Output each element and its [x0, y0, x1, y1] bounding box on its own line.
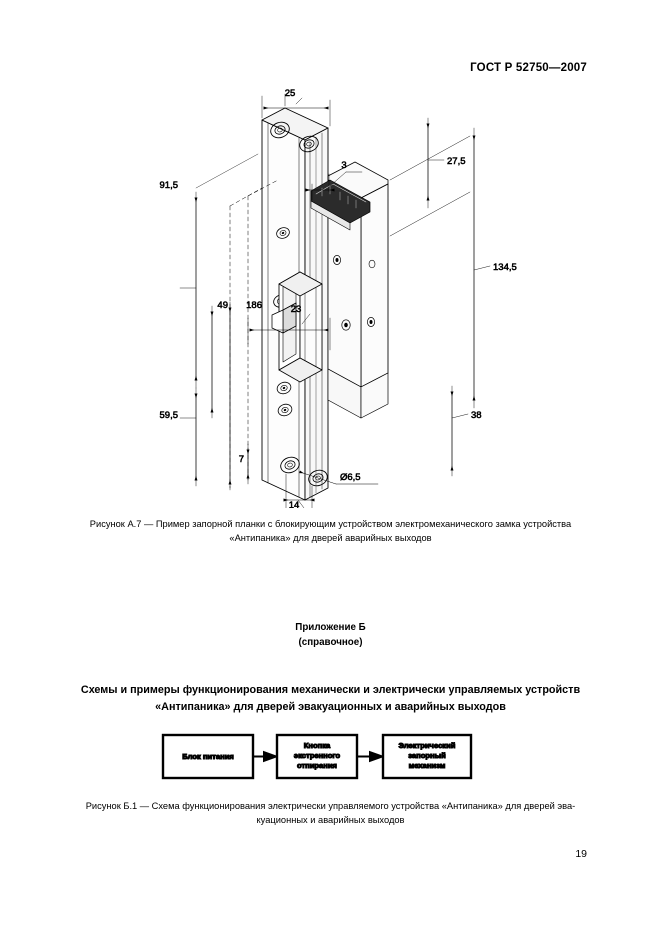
diagram-block-electric-lock-line3: механизм [409, 761, 446, 770]
dim-59-5: 59,5 [159, 387, 198, 487]
figure-b1-caption-line1: Рисунок Б.1 — Схема функционирования эле… [85, 801, 576, 811]
diagram-block-electric-lock: Электрический запорный механизм [381, 733, 473, 780]
body-boss-right-2 [368, 259, 376, 269]
dim-label-38: 38 [471, 410, 482, 421]
dim-label-186: 186 [246, 300, 262, 311]
figure-a7-caption-line2: «Антипаника» для дверей аварийных выходо… [229, 532, 432, 543]
dim-23: 23 [247, 304, 331, 351]
body-boss-upper [333, 255, 341, 265]
diagram-block-power-supply-line1: Блок питания [182, 752, 234, 761]
dim-label-59-5: 59,5 [160, 410, 179, 421]
dim-25: 25 [261, 88, 331, 127]
dim-134-5: 134,5 [472, 127, 517, 409]
dim-label-49: 49 [217, 300, 228, 311]
figure-b1-caption-line2: куационных и аварийных выходов [256, 814, 405, 825]
dim-91-5: 91,5 [159, 153, 259, 389]
figure-a7-drawing: 25 27,5 3 91,5 [0, 88, 661, 508]
lock-body-housing [327, 161, 389, 419]
mounting-hole-bottom-left [280, 456, 300, 474]
dim-49: 49 [210, 300, 228, 419]
keeper-cavity [271, 271, 323, 383]
dim-38: 38 [450, 385, 482, 477]
body-boss-right [367, 317, 375, 327]
mounting-hole-bottom-right [308, 469, 328, 487]
dim-label-91-5: 91,5 [160, 180, 179, 191]
diagram-block-electric-lock-line2: запорный [408, 751, 446, 760]
figure-b1-caption: Рисунок Б.1 — Схема функционирования эле… [50, 800, 611, 827]
dim-label-134-5: 134,5 [493, 262, 517, 273]
dim-14: 14 [283, 473, 315, 508]
dim-3: 3 [305, 160, 363, 201]
appendix-title: Приложение Б [295, 622, 366, 633]
figure-a7-caption: Рисунок А.7 — Пример запорной планки с б… [50, 518, 611, 545]
dim-label-25: 25 [285, 88, 296, 99]
appendix-subtitle: (справочное) [298, 637, 363, 648]
figure-b1-block-diagram: Блок питания Кнопка экстренного отпирани… [0, 728, 661, 790]
dim-label-diameter: Ø6,5 [340, 472, 361, 483]
dim-7: 7 [238, 443, 250, 485]
body-boss-lower [341, 319, 351, 331]
section-title-line2: «Антипаника» для дверей эвакуационных и … [155, 701, 506, 713]
section-title: Схемы и примеры функционирования механич… [50, 682, 611, 716]
diagram-block-emergency-release-line2: экстренного [294, 751, 341, 760]
page-number: 19 [575, 848, 587, 860]
dim-27-5: 27,5 [389, 117, 471, 237]
diagram-block-emergency-release-line1: Кнопка [304, 741, 331, 750]
dim-186: 186 [228, 300, 262, 491]
dim-label-14: 14 [289, 500, 300, 508]
dim-label-7: 7 [239, 454, 244, 465]
diagram-block-electric-lock-line1: Электрический [399, 741, 456, 750]
dim-label-3: 3 [341, 160, 346, 171]
appendix-heading: Приложение Б (справочное) [50, 620, 611, 650]
mounting-hole-top-right [299, 135, 319, 153]
mounting-hole-top-left [270, 121, 290, 139]
dim-hole-diameter: Ø6,5 [299, 470, 379, 485]
dim-label-23: 23 [291, 304, 302, 315]
screw-hole-lower-b [277, 403, 293, 417]
dimension-annotations: 25 27,5 3 91,5 [159, 88, 517, 508]
figure-a7-caption-line1: Рисунок А.7 — Пример запорной планки с б… [89, 519, 572, 529]
section-title-line1: Схемы и примеры функционирования механич… [80, 684, 581, 696]
standard-reference-header: ГОСТ Р 52750—2007 [470, 62, 587, 74]
screw-hole-upper [276, 227, 290, 239]
diagram-block-emergency-release-line3: отпирания [297, 761, 337, 770]
diagram-block-power-supply: Блок питания [161, 733, 255, 780]
dim-label-27-5: 27,5 [447, 156, 466, 167]
diagram-block-emergency-release: Кнопка экстренного отпирания [275, 733, 359, 780]
screw-hole-lower-a [276, 381, 292, 395]
